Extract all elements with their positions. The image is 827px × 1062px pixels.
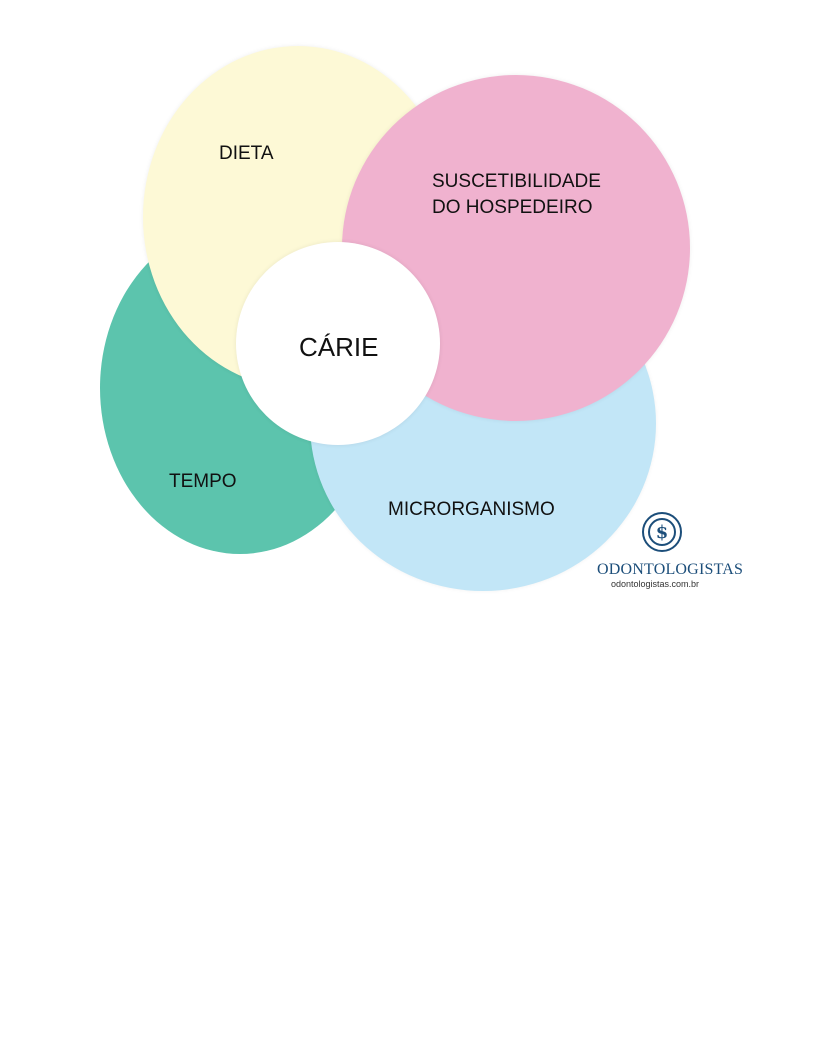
microrganismo-label: MICRORGANISMO (388, 497, 555, 523)
suscetibilidade-label: SUSCETIBILIDADE DO HOSPEDEIRO (432, 169, 601, 221)
tempo-label: TEMPO (169, 469, 237, 495)
odontologistas-logo: $ ODONTOLOGISTAS odontologistas.com.br (597, 512, 747, 592)
caduceus-icon: $ (642, 512, 682, 552)
suscetibilidade-label-line2: DO HOSPEDEIRO (432, 195, 601, 221)
logo-name: ODONTOLOGISTAS (597, 561, 747, 579)
dieta-label: DIETA (219, 141, 274, 167)
suscetibilidade-label-line1: SUSCETIBILIDADE (432, 169, 601, 195)
caduceus-icon-glyph: $ (648, 518, 676, 546)
carie-label: CÁRIE (299, 331, 378, 363)
logo-url: odontologistas.com.br (611, 579, 747, 589)
